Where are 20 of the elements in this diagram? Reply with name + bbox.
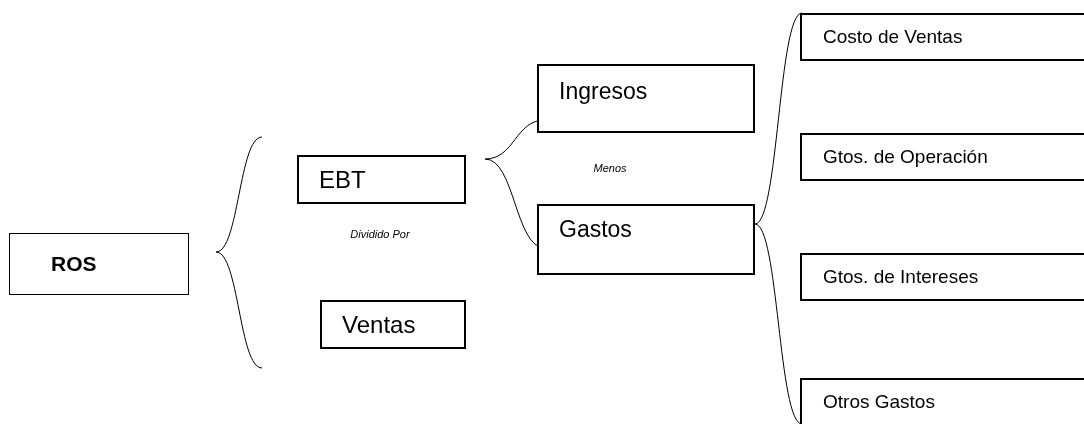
node-label: Gtos. de Intereses (823, 266, 979, 288)
node-label: EBT (319, 165, 366, 194)
text-box (9, 233, 189, 295)
operation-note: Menos (592, 162, 628, 176)
node-label: ROS (51, 251, 97, 277)
node-label: Otros Gastos (823, 391, 935, 413)
text-box (297, 155, 466, 204)
node-label: Gtos. de Operación (823, 146, 988, 168)
node-label: Ingresos (559, 78, 648, 105)
operation-note: Dividido Por (350, 228, 410, 242)
node-label: Costo de Ventas (823, 26, 963, 48)
text-box (537, 64, 755, 133)
text-box (800, 253, 1084, 301)
text-box (800, 13, 1084, 61)
text-box (537, 204, 755, 275)
text-box (800, 133, 1084, 181)
node-label: Gastos (559, 216, 632, 243)
node-label: Ventas (342, 310, 416, 339)
text-box (800, 378, 1084, 424)
text-box (320, 300, 466, 349)
